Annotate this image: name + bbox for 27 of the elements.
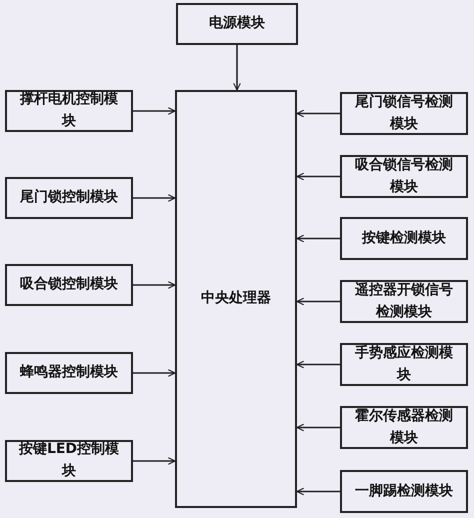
- processor-box: 中央处理器: [175, 90, 297, 508]
- arrow: [296, 109, 340, 118]
- arrow: [296, 297, 340, 306]
- arrow: [133, 280, 176, 290]
- module-box: 一脚踢检测模块: [340, 470, 468, 513]
- module-box: 霍尔传感器检测模块: [340, 406, 468, 449]
- module-box: 尾门锁控制模块: [5, 177, 133, 219]
- arrow: [133, 194, 176, 202]
- arrow: [296, 360, 340, 369]
- module-box: 吸合锁信号检测模块: [340, 155, 468, 198]
- module-box: 按键检测模块: [340, 217, 468, 260]
- module-box: 手势感应检测模块: [340, 343, 468, 386]
- module-box: 吸合锁控制模块: [5, 264, 133, 306]
- arrow: [133, 368, 176, 378]
- power-module-box: 电源模块: [176, 3, 298, 45]
- module-box: 蜂鸣器控制模块: [5, 352, 133, 394]
- module-box: 尾门锁信号检测模块: [340, 92, 468, 135]
- arrow: [232, 45, 242, 91]
- arrow: [296, 423, 340, 432]
- arrow: [133, 106, 176, 116]
- arrow: [296, 172, 340, 181]
- arrow: [296, 234, 340, 243]
- module-box: 撑杆电机控制模块: [5, 90, 133, 132]
- module-box: 遥控器开锁信号检测模块: [340, 280, 468, 323]
- arrow: [296, 487, 340, 496]
- arrow: [133, 456, 176, 466]
- module-box: 按键LED控制模块: [5, 440, 133, 482]
